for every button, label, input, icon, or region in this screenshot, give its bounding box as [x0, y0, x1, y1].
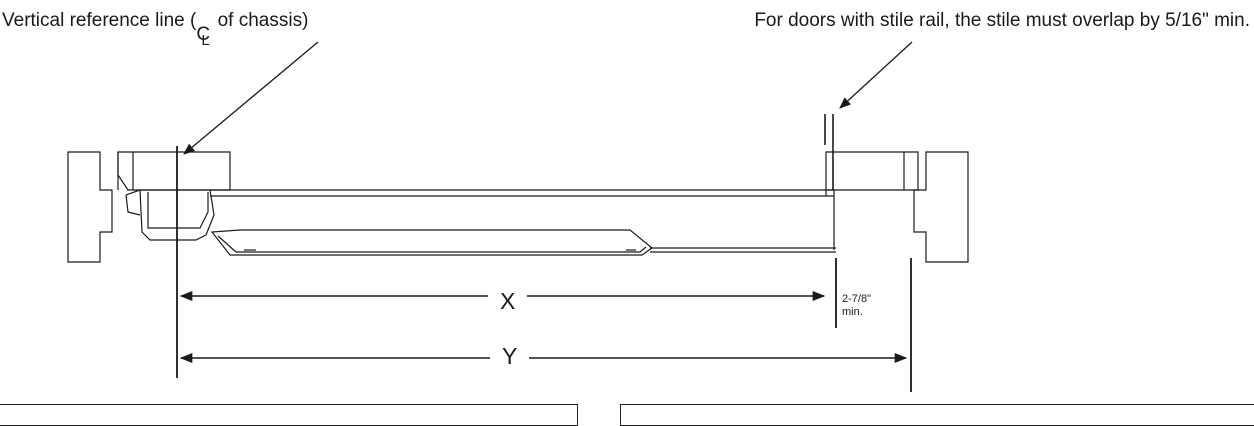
dimension-x-label: X: [488, 288, 528, 315]
push-bar: [210, 229, 653, 256]
exit-device-drawing: [67, 41, 969, 392]
right-frame: [913, 151, 969, 263]
bottom-right-panel: [620, 404, 1254, 426]
door-panel: [210, 189, 835, 250]
stile-leader-arrow: [839, 41, 913, 109]
gap-dimension-value: 2-7/8": [842, 293, 871, 305]
stile-overlap-note: For doors with stile rail, the stile mus…: [754, 10, 1250, 31]
reference-line-text: Vertical reference line (: [2, 10, 197, 31]
dimension-y-label: Y: [490, 343, 530, 370]
centerline-symbol-c: C: [196, 24, 211, 45]
chassis-body: [139, 189, 215, 241]
left-stile: [117, 151, 231, 191]
left-frame: [67, 151, 113, 263]
gap-dimension-note: 2-7/8" min.: [842, 293, 871, 319]
reference-line-suffix: of chassis): [212, 10, 309, 31]
centerline-symbol-l: L: [201, 32, 210, 49]
bottom-left-panel: [0, 404, 578, 426]
gap-dimension-min: min.: [842, 306, 863, 318]
reference-leader-arrow: [183, 41, 319, 155]
